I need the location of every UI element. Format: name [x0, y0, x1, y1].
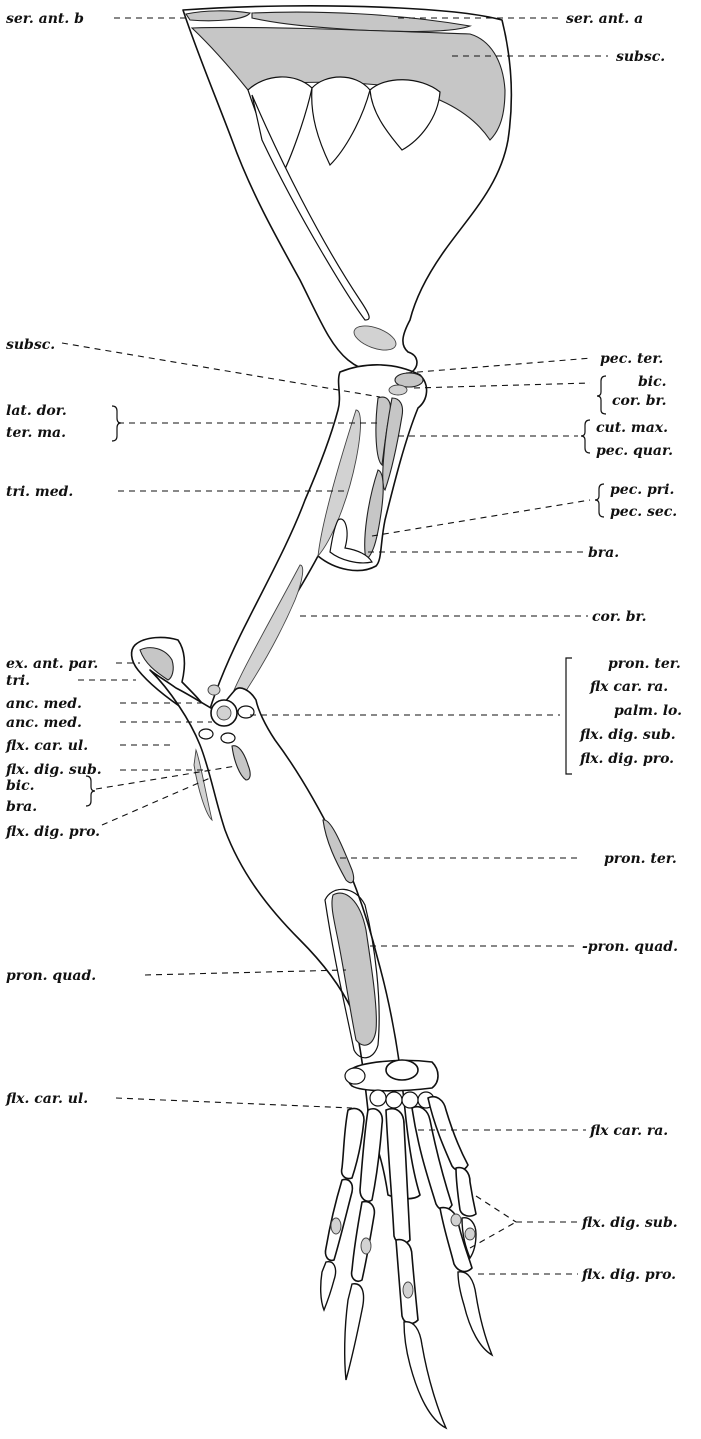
- brace-cut-pec: [581, 420, 590, 453]
- label-lat-dor: lat. dor.: [6, 403, 67, 419]
- label-subsc-top: subsc.: [616, 49, 665, 65]
- radial-head: [238, 706, 254, 718]
- label-anc-med-2: anc. med.: [6, 715, 82, 731]
- carpal-small-1: [370, 1090, 386, 1106]
- label-flx-car-ra-group: flx car. ra.: [589, 679, 668, 695]
- brace-bic-cor: [597, 376, 606, 414]
- digit-1-metacarpal: [342, 1108, 364, 1178]
- label-cor-br-right: cor. br.: [612, 393, 666, 409]
- label-bra-right: bra.: [588, 545, 619, 561]
- digit-2-claw: [345, 1284, 364, 1380]
- label-cor-br-lower: cor. br.: [592, 609, 646, 625]
- label-flx-dig-pro-right: flx. dig. pro.: [581, 1267, 676, 1283]
- brace-elbow-group: [566, 658, 572, 774]
- label-ser-ant-b: ser. ant. b: [6, 11, 84, 27]
- label-anc-med-1: anc. med.: [6, 696, 82, 712]
- brace-bic-bra: [86, 776, 95, 806]
- label-pec-quar: pec. quar.: [596, 443, 673, 459]
- label-tri: tri.: [6, 673, 30, 689]
- label-subsc-left: subsc.: [6, 337, 55, 353]
- label-flx-car-ul-lower: flx. car. ul.: [5, 1091, 88, 1107]
- label-ex-ant-par: ex. ant. par.: [6, 656, 98, 672]
- label-pec-ter: pec. ter.: [600, 351, 663, 367]
- label-cut-max: cut. max.: [596, 420, 668, 436]
- label-bic-right: bic.: [638, 374, 667, 390]
- epicondyle-right: [221, 733, 235, 743]
- label-pron-ter-right: pron. ter.: [604, 851, 677, 867]
- label-flx-dig-sub-group: flx. dig. sub.: [579, 727, 676, 743]
- digit-attach-3: [403, 1282, 413, 1298]
- digit-5-phalanx: [456, 1168, 476, 1216]
- digit-attach-2: [361, 1238, 371, 1254]
- digit-1-claw: [321, 1262, 336, 1310]
- brace-lat-ter: [112, 406, 121, 441]
- label-ser-ant-a: ser. ant. a: [566, 11, 643, 27]
- label-flx-dig-sub-left: flx. dig. sub.: [5, 762, 102, 778]
- label-flx-car-ra-right: flx car. ra.: [589, 1123, 668, 1139]
- digit-attach-5: [451, 1214, 461, 1226]
- digit-3-claw: [404, 1322, 446, 1428]
- label-flx-dig-pro-group: flx. dig. pro.: [579, 751, 674, 767]
- brace-pec-pri-sec: [595, 484, 604, 517]
- digit-4-claw: [458, 1272, 492, 1355]
- label-palm-lo: palm. lo.: [614, 703, 682, 719]
- elbow-condyle-inner: [217, 706, 231, 720]
- label-flx-dig-sub-right: flx. dig. sub.: [581, 1215, 678, 1231]
- label-pron-quad-left: pron. quad.: [6, 968, 96, 984]
- hand: [321, 1060, 492, 1428]
- label-bic-left: bic.: [6, 778, 35, 794]
- bic-origin-area: [389, 385, 407, 395]
- epicondyle-left: [199, 729, 213, 739]
- pisiform: [345, 1068, 365, 1084]
- scapula: [183, 6, 511, 375]
- label-pec-sec: pec. sec.: [610, 504, 677, 520]
- label-flx-car-ul-upper: flx. car. ul.: [5, 738, 88, 754]
- digit-attach-1: [331, 1218, 341, 1234]
- carpal-small-2: [386, 1092, 402, 1108]
- label-pec-pri: pec. pri.: [610, 482, 674, 498]
- label-pron-ter-group: pron. ter.: [608, 656, 681, 672]
- label-flx-dig-pro-left: flx. dig. pro.: [5, 824, 100, 840]
- carpal-small-3: [402, 1092, 418, 1108]
- label-ter-ma: ter. ma.: [6, 425, 66, 441]
- carpal-round: [386, 1060, 418, 1080]
- anc-med-area: [208, 685, 220, 695]
- digit-3-phalanx: [396, 1240, 418, 1324]
- label-tri-med: tri. med.: [6, 484, 73, 500]
- digit-attach-4: [465, 1228, 475, 1240]
- label-pron-quad-right: -pron. quad.: [582, 939, 678, 955]
- label-bra-left: bra.: [6, 799, 37, 815]
